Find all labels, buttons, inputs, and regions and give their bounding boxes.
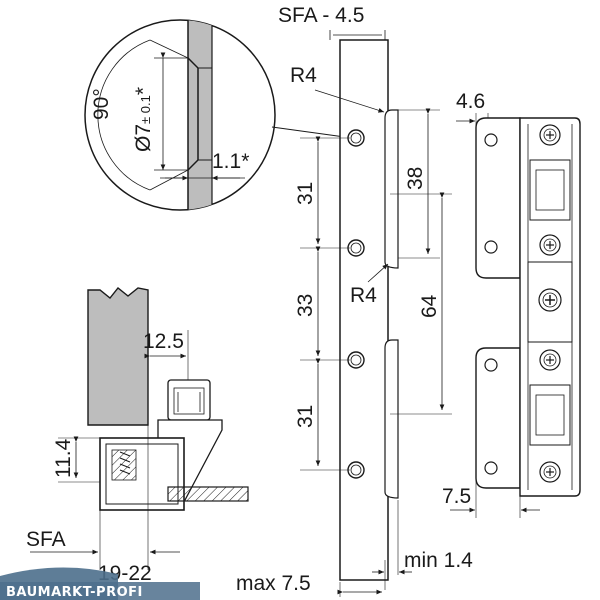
detail-circle: 90° Ø7± 0.1* 1.1* — [84, 19, 276, 211]
bracket-screws — [538, 124, 562, 483]
edge-width-label: 1.1* — [212, 150, 249, 173]
slot-pitch-label: 64 — [418, 294, 441, 318]
detail-board — [188, 20, 212, 210]
rail-plate — [339, 39, 389, 581]
max-width-label: max 7.5 — [236, 572, 311, 595]
side-panel — [87, 287, 149, 426]
watermark-text: BAUMARKT-PROFI — [6, 585, 143, 600]
pitch-bottom-label: 31 — [294, 405, 317, 428]
cross-section-view: 12.5 11.4 SFA 19-22 — [26, 287, 249, 585]
pitch-middle-label: 33 — [294, 294, 317, 317]
hole-diameter-label: Ø7± 0.1* — [132, 87, 155, 152]
radius-top-label: R4 — [290, 64, 317, 87]
plate-width-label: 4.6 — [456, 90, 485, 113]
pitch-top-label: 31 — [294, 182, 317, 205]
watermark-logo: BAUMARKT-PROFI — [0, 567, 200, 600]
detail-leader-line — [271, 126, 353, 139]
bracket-offset-label: 7.5 — [442, 485, 471, 508]
angle-label: 90° — [90, 88, 113, 120]
radius-bottom-label: R4 — [350, 284, 377, 307]
min-gap-label: min 1.4 — [404, 549, 473, 572]
profile-height-label: 11.4 — [52, 438, 75, 478]
sfa-label: SFA — [26, 528, 66, 551]
clip-offset-label: 12.5 — [143, 330, 184, 353]
rail-holes — [347, 129, 365, 479]
sfa-offset-label: SFA - 4.5 — [278, 4, 364, 27]
rail-front-view: SFA - 4.5 31 33 31 R4 R4 38 — [236, 4, 473, 597]
drawer-bottom — [167, 486, 249, 502]
slot-height-label: 38 — [404, 167, 427, 190]
bracket-side-view: 4.6 — [442, 90, 581, 518]
